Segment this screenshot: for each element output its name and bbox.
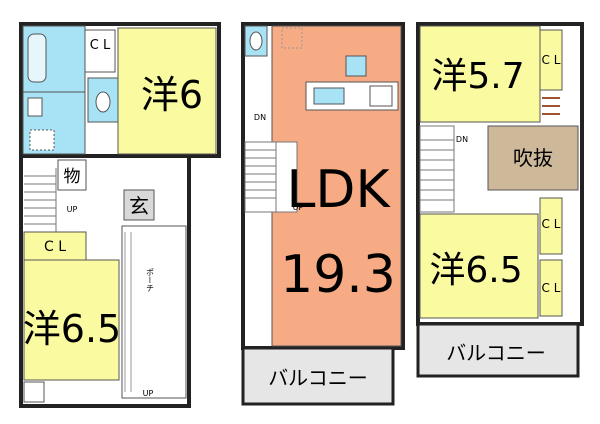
floor3-balcony (416, 322, 580, 378)
bedroom-5-7 (419, 25, 541, 123)
bedroom-5-7-label: 洋5.7 (431, 56, 524, 97)
porch-label: ポーチ (146, 268, 155, 292)
floor2-balcony-label: バルコニー (268, 366, 368, 390)
floor3-dn-label: DN (456, 135, 468, 144)
toilet-icon (95, 91, 111, 113)
bedroom-6 (117, 27, 217, 155)
floor3-balcony-label: バルコニー (446, 341, 546, 365)
closet-mid-label: C L (542, 217, 561, 231)
bedroom-6-5-floor3 (419, 213, 539, 319)
storage-box (57, 159, 87, 191)
bedroom-6-5-floor1-label: 洋6.5 (23, 307, 121, 351)
fridge-icon (345, 55, 367, 77)
closet-mid-box (539, 197, 563, 255)
stairs-floor3 (420, 139, 454, 201)
porch-steps (124, 232, 132, 392)
floor-1: C L 洋6 物 UP 玄 C L 洋6.5 (19, 22, 221, 408)
washer-icon (29, 129, 55, 151)
entrance-box (123, 189, 155, 221)
closet-5-7-label: C L (542, 53, 561, 67)
closet-low-label: C L (542, 281, 561, 295)
stairs-floor1 (24, 168, 57, 233)
ldk-size: 19.3 (280, 245, 396, 305)
sink-icon (27, 97, 43, 117)
ldk-label: LDK (286, 160, 391, 220)
atrium-label: 吹抜 (513, 146, 553, 170)
floor3-stair-area (419, 125, 455, 213)
floor2-stair-area (244, 141, 298, 213)
floor-3: 洋5.7 C L DN 吹抜 洋6.5 C L C L (416, 22, 584, 378)
porch (121, 225, 187, 399)
floor-2: DN UP LDK 19.3 バルコニー (241, 22, 405, 406)
floor1-small-box (23, 381, 45, 403)
closet-top-label: C L (90, 38, 111, 53)
floor2-toilet-icon (249, 31, 263, 51)
floor2-up-label: UP (293, 203, 304, 212)
bedroom-6-5-floor3-label: 洋6.5 (429, 250, 522, 291)
closet-5-7-box (539, 29, 563, 91)
bathtub-icon (27, 33, 47, 83)
atrium (487, 125, 579, 191)
closet-low-box (539, 259, 563, 317)
bedroom-6-5-floor1 (23, 259, 120, 381)
floor3-ladder (542, 97, 560, 115)
floor2-storage-icon (281, 27, 303, 49)
porch-up-label: UP (143, 389, 154, 398)
floor2-dn-label: DN (254, 113, 266, 122)
floor1-up-label: UP (67, 205, 78, 214)
kitchen-sink-icon (313, 87, 345, 105)
storage-label: 物 (64, 167, 81, 187)
entrance-label: 玄 (129, 194, 149, 218)
stove-icon (369, 85, 393, 107)
closet-bottom-label: C L (44, 239, 66, 255)
floor2-balcony (241, 346, 395, 406)
stairs-floor2 (245, 142, 277, 212)
bedroom-6-label: 洋6 (141, 73, 203, 117)
closet-top-box (84, 29, 116, 73)
